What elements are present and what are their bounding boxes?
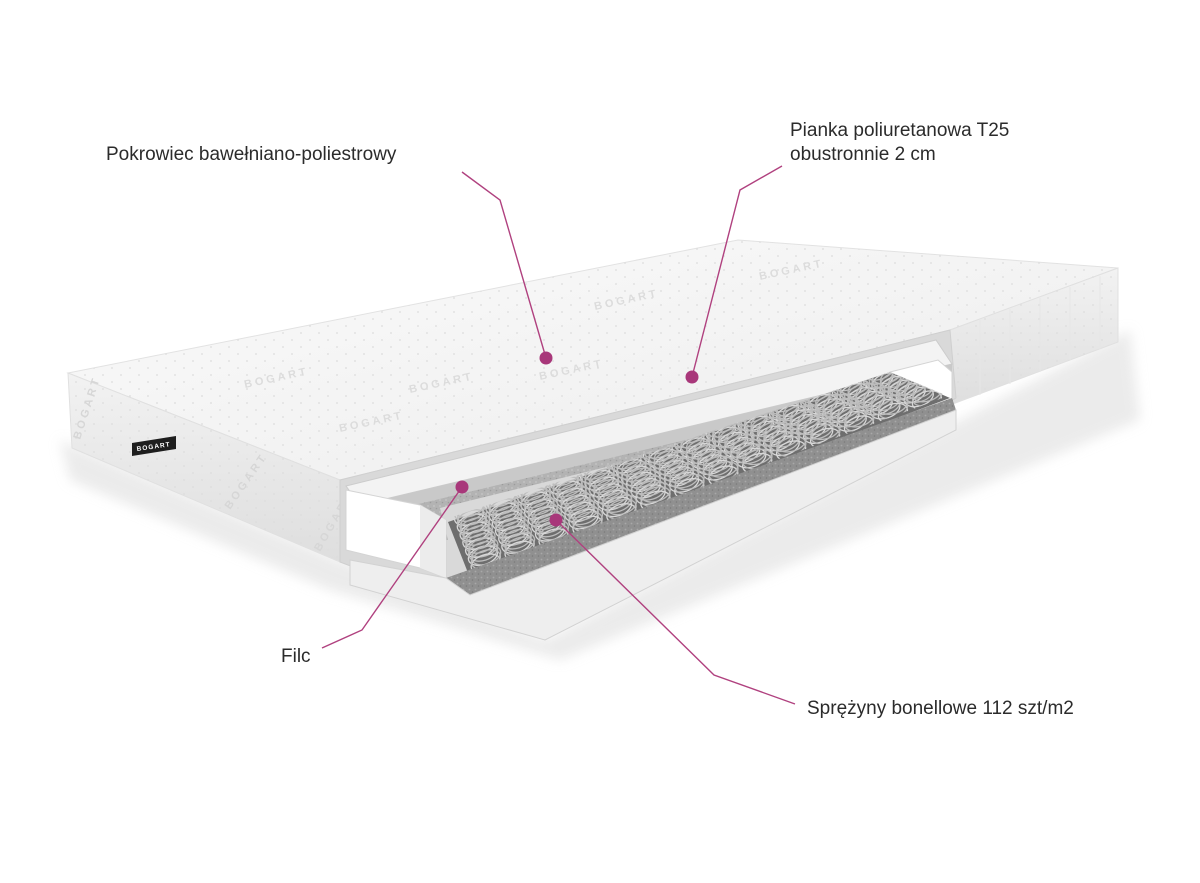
callout-line: Sprężyny bonellowe 112 szt/m2: [807, 698, 1074, 719]
spring-coil: [696, 445, 728, 475]
callout-line: Pokrowiec bawełniano-poliestrowy: [106, 144, 397, 165]
callout-dots: [455, 351, 699, 527]
mattress-cover: BOGART BOGART BOGART BOGART BOGART BOGAR…: [66, 239, 1119, 563]
dot-springs: [549, 513, 563, 527]
callout-line: Pianka poliuretanowa T25: [790, 120, 1010, 141]
leader-springs: [555, 519, 796, 705]
leader-lines: [321, 165, 796, 705]
callout-label-foam: Pianka poliuretanowa T25 obustronnie 2 c…: [790, 119, 1009, 167]
dot-cover: [539, 351, 553, 365]
svg-text:BOGART: BOGART: [136, 441, 171, 453]
dot-foam: [685, 370, 699, 384]
mattress-cutaway: [339, 329, 957, 641]
mattress-shadow: [60, 330, 1140, 660]
spring-coil: [635, 475, 667, 505]
callout-label-felt: Filc: [281, 645, 311, 669]
leader-cover: [461, 171, 547, 359]
dot-felt: [455, 480, 469, 494]
brand-tag: BOGART: [132, 436, 176, 456]
leader-felt: [321, 486, 463, 649]
callout-line: Filc: [281, 646, 311, 667]
felt-bottom: [446, 398, 956, 595]
callout-label-springs: Sprężyny bonellowe 112 szt/m2: [807, 697, 1074, 721]
leader-foam: [691, 165, 783, 378]
foam-bottom-layer: [349, 409, 957, 641]
callout-label-cover: Pokrowiec bawełniano-poliestrowy: [106, 143, 396, 167]
spring-coil: [708, 456, 739, 487]
callout-line: obustronnie 2 cm: [790, 144, 936, 165]
